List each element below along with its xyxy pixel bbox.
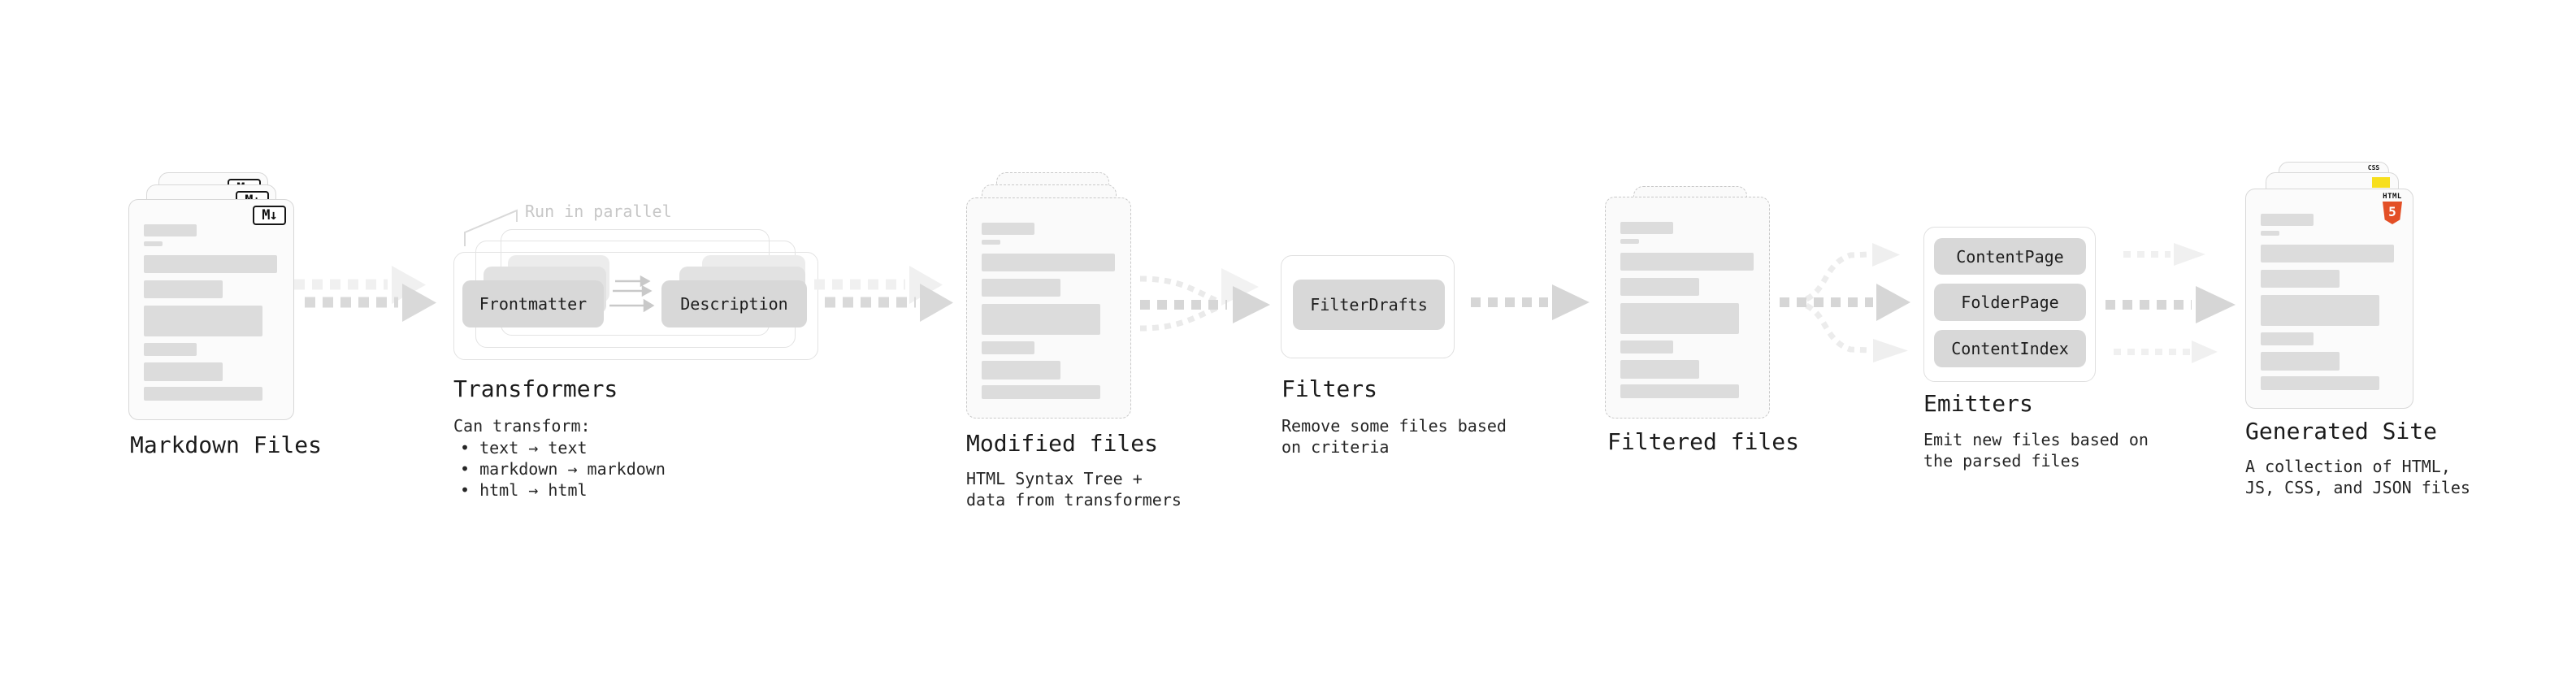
- placeholder-text-bar: [144, 362, 223, 381]
- placeholder-text-bar: [1620, 222, 1673, 234]
- markdown-icon: M↓: [253, 206, 286, 225]
- placeholder-text-bar: [982, 341, 1034, 354]
- markdown-files-label: Markdown Files: [130, 432, 323, 458]
- arrow-filtered-to-emitters: [1780, 243, 1910, 362]
- markdown-file-card: M↓: [128, 199, 294, 420]
- emitters-label: Emitters: [1923, 390, 2033, 417]
- placeholder-text-bar: [982, 279, 1060, 297]
- arrow-filters-to-filtered: [1471, 284, 1589, 320]
- placeholder-text-bar: [2261, 376, 2379, 390]
- run-in-parallel-leader-line: [464, 209, 518, 246]
- placeholder-text-bar: [982, 223, 1034, 235]
- arrow-markdown-to-transformers: [294, 266, 436, 322]
- placeholder-text-bar: [144, 241, 163, 246]
- parallel-transform-arrows: [609, 275, 655, 313]
- generated-site-subtext: A collection of HTML, JS, CSS, and JSON …: [2245, 457, 2470, 497]
- transformers-description: Can transform:: [453, 416, 591, 436]
- arrow-transformers-to-modified: [814, 266, 953, 322]
- filtered-file-card: [1605, 197, 1770, 419]
- placeholder-text-bar: [2261, 270, 2340, 288]
- placeholder-text-bar: [2261, 214, 2314, 226]
- placeholder-text-bar: [1620, 360, 1699, 379]
- transformers-bullet-list: • text → text • markdown → markdown • ht…: [460, 437, 666, 501]
- transformers-label: Transformers: [453, 375, 618, 402]
- placeholder-text-bar: [144, 280, 223, 298]
- filterdrafts-pill: FilterDrafts: [1293, 280, 1445, 330]
- modified-file-card: [966, 197, 1131, 419]
- folderpage-pill: FolderPage: [1934, 284, 2086, 321]
- emitters-subtext: Emit new files based on the parsed files: [1923, 430, 2149, 471]
- placeholder-text-bar: [1620, 278, 1699, 296]
- bullet-item: • markdown → markdown: [460, 459, 666, 479]
- placeholder-text-bar: [982, 385, 1100, 399]
- filtered-files-label: Filtered files: [1607, 428, 1800, 455]
- bullet-item: • html → html: [460, 480, 588, 500]
- modified-files-label: Modified files: [966, 430, 1159, 457]
- transformer-box-front: [453, 252, 818, 360]
- placeholder-text-bar: [982, 240, 1000, 245]
- frontmatter-pill: Frontmatter: [462, 280, 604, 327]
- placeholder-text-bar: [2261, 352, 2340, 371]
- placeholder-text-bar: [2261, 332, 2314, 345]
- bullet-item: • text → text: [460, 438, 588, 458]
- generated-site-label: Generated Site: [2245, 418, 2438, 445]
- placeholder-text-bar: [1620, 340, 1673, 354]
- placeholder-text-bar: [2261, 295, 2379, 326]
- description-pill: Description: [661, 280, 807, 327]
- placeholder-text-bar: [982, 254, 1115, 271]
- placeholder-text-bar: [982, 304, 1100, 335]
- html5-icon: HTML 5: [2382, 193, 2403, 227]
- placeholder-text-bar: [1620, 303, 1739, 334]
- arrow-modified-to-filters: [1139, 268, 1270, 332]
- placeholder-text-bar: [144, 224, 197, 236]
- placeholder-text-bar: [1620, 384, 1739, 398]
- placeholder-text-bar: [1620, 253, 1754, 271]
- placeholder-text-bar: [1620, 239, 1639, 244]
- generated-file-card: HTML 5: [2245, 189, 2413, 409]
- placeholder-text-bar: [2261, 231, 2279, 236]
- placeholder-text-bar: [2261, 245, 2394, 262]
- placeholder-text-bar: [982, 361, 1060, 380]
- arrows-emitters-to-generated: [2105, 243, 2236, 363]
- js-badge: [2372, 177, 2390, 188]
- placeholder-text-bar: [144, 255, 277, 273]
- run-in-parallel-note: Run in parallel: [525, 202, 672, 221]
- modified-files-subtext: HTML Syntax Tree + data from transformer…: [966, 469, 1182, 510]
- filters-subtext: Remove some files based on criteria: [1281, 416, 1507, 457]
- contentpage-pill: ContentPage: [1934, 238, 2086, 275]
- contentindex-pill: ContentIndex: [1934, 330, 2086, 367]
- placeholder-text-bar: [144, 387, 262, 401]
- filters-label: Filters: [1281, 375, 1378, 402]
- placeholder-text-bar: [144, 306, 262, 336]
- placeholder-text-bar: [144, 343, 197, 356]
